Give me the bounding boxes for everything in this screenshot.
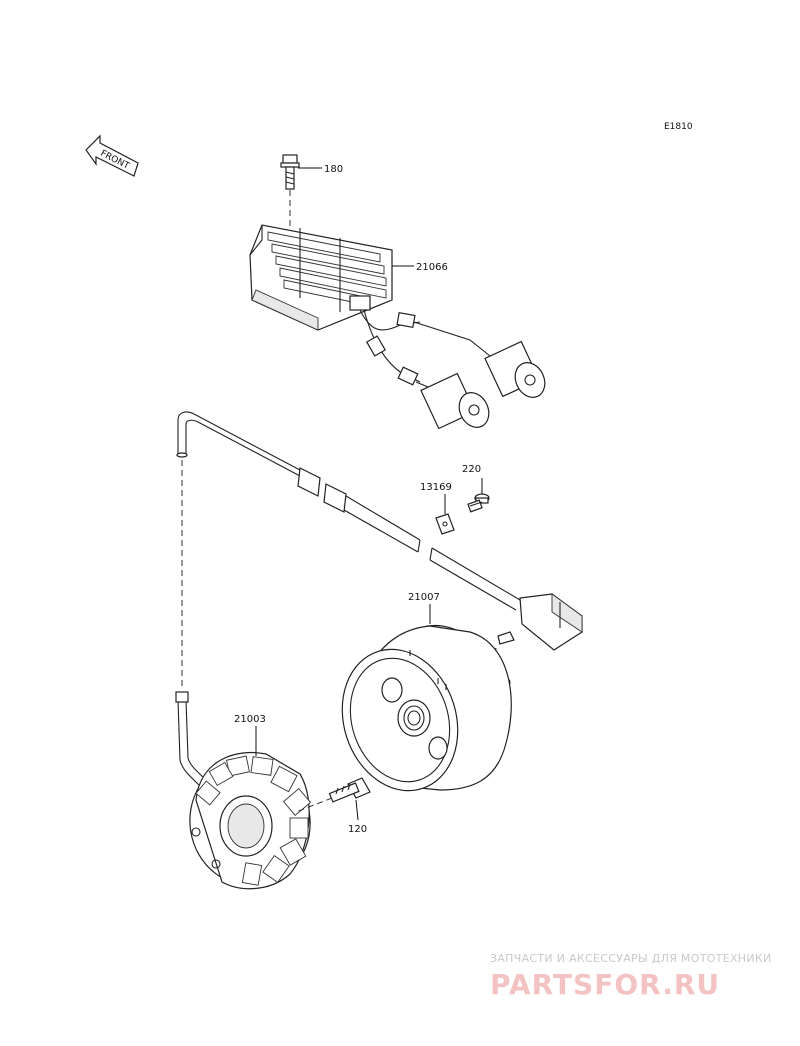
diagram-code: E1810 xyxy=(664,122,693,132)
callout-21003[interactable]: 21003 xyxy=(234,714,266,725)
regulator-21066-icon[interactable] xyxy=(249,224,550,432)
bolt-120-icon[interactable] xyxy=(295,777,371,813)
leader-120 xyxy=(355,799,359,821)
stator-21003-icon[interactable] xyxy=(180,749,320,896)
watermark-tagline: ЗАПЧАСТИ И АКСЕССУАРЫ ДЛЯ МОТОТЕХНИКИ xyxy=(490,952,772,965)
bolt-180-icon[interactable] xyxy=(280,154,300,240)
watermark-brand: PARTSFOR.RU xyxy=(490,968,720,1001)
plate-13169-icon[interactable] xyxy=(435,513,455,535)
front-arrow-icon: FRONT xyxy=(85,134,139,177)
callout-220[interactable]: 220 xyxy=(462,464,481,475)
callout-13169[interactable]: 13169 xyxy=(420,482,452,493)
screw-220-icon[interactable] xyxy=(467,493,490,513)
callout-120[interactable]: 120 xyxy=(348,824,367,835)
callout-21007[interactable]: 21007 xyxy=(408,592,440,603)
callout-21066[interactable]: 21066 xyxy=(416,262,448,273)
callout-180[interactable]: 180 xyxy=(324,164,343,175)
wiring-harness-icon xyxy=(175,411,583,787)
rotor-21007-icon[interactable] xyxy=(324,610,523,806)
key-510-icon[interactable] xyxy=(497,631,515,645)
